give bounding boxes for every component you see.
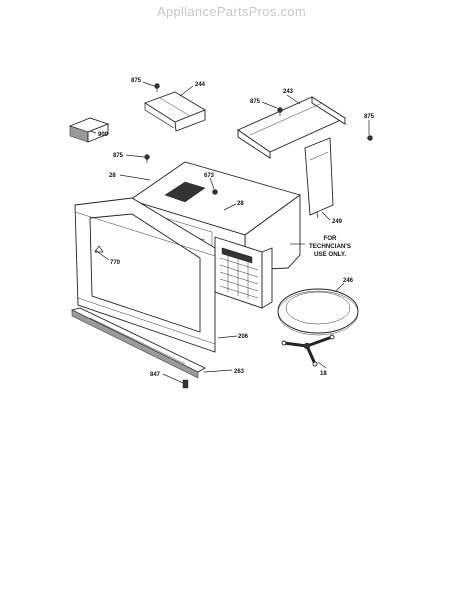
screw-847 (182, 379, 189, 389)
label-243: 243 (283, 89, 294, 95)
part-770-frame (74, 197, 216, 353)
label-263: 263 (234, 369, 245, 375)
part-900-block (68, 117, 110, 143)
note-line-3: USE ONLY. (314, 251, 346, 258)
label-900: 900 (98, 132, 109, 138)
part-18-roller-support (281, 334, 335, 367)
note-line-2: TECHNCIAN'S (309, 243, 351, 250)
control-panel (214, 236, 273, 309)
screws (144, 83, 373, 389)
label-28a: 28 (109, 173, 116, 179)
label-28b: 28 (237, 201, 244, 207)
technician-note: FOR TECHNCIAN'S USE ONLY. (290, 235, 351, 258)
note-line-1: FOR (323, 235, 337, 242)
screw-875c (367, 135, 373, 141)
label-249: 249 (332, 219, 343, 225)
part-labels: 875 244 243 875 875 900 875 673 28 28 24… (98, 78, 375, 378)
label-875a: 875 (131, 78, 142, 84)
screw-673 (212, 189, 218, 195)
leader-lines (89, 81, 370, 384)
label-673: 673 (204, 173, 215, 179)
label-18: 18 (320, 371, 327, 377)
part-263-bottom-strip (70, 307, 206, 379)
screw-875d (144, 154, 150, 163)
screw-875a (154, 83, 160, 92)
label-770: 770 (110, 260, 121, 266)
watermark-text: AppliancePartsPros.com (157, 4, 306, 19)
part-249-side-panel (304, 137, 334, 219)
label-847: 847 (150, 372, 161, 378)
label-244: 244 (195, 82, 206, 88)
label-206: 206 (238, 334, 249, 340)
part-243-top-cover (237, 96, 346, 159)
part-244-bracket (143, 91, 207, 132)
part-246-turntable (277, 288, 359, 336)
label-246: 246 (343, 278, 354, 284)
label-875b: 875 (250, 99, 261, 105)
label-875d: 875 (113, 153, 124, 159)
label-875c: 875 (364, 114, 375, 120)
screw-875b (277, 107, 283, 116)
